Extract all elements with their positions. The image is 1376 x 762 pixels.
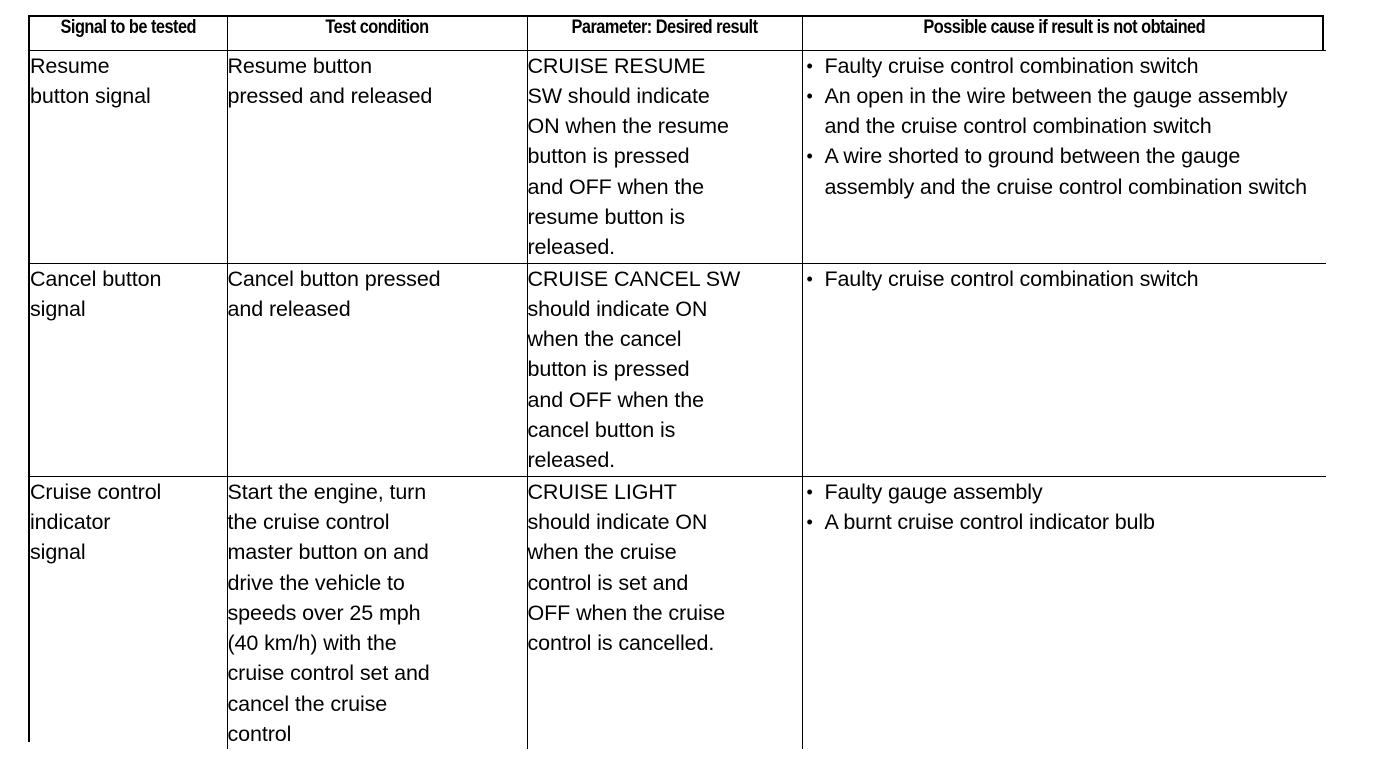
table-header: Signal to be tested Test condition Param… (30, 17, 1326, 51)
cause-list: • Faulty cruise control combination switc… (803, 51, 1327, 202)
bullet-icon: • (806, 511, 813, 532)
cell-test-condition: Resume button pressed and released (227, 50, 528, 264)
condition-text: Resume button pressed and released (227, 53, 433, 108)
list-item: • Faulty gauge assembly (803, 477, 1327, 507)
bullet-icon: • (806, 55, 813, 76)
bullet-icon: • (806, 85, 813, 106)
cell-test-condition: Start the engine, turn the cruise contro… (227, 476, 528, 750)
cell-possible-cause: • Faulty cruise control combination switc… (802, 263, 1327, 477)
cause-text: Faulty gauge assembly (824, 479, 1043, 504)
cell-possible-cause: • Faulty gauge assembly • A burnt cruise c… (802, 476, 1327, 750)
cause-text: Faulty cruise control combination switch (824, 53, 1199, 78)
list-item: • Faulty cruise control combination switc… (803, 264, 1327, 294)
parameter-text: CRUISE LIGHT should indicate ON when the… (527, 479, 726, 656)
table-body: Resume button signal Resume button press… (30, 50, 1327, 750)
signal-text: Cruise control indicator signal (30, 479, 162, 565)
bullet-icon: • (806, 268, 813, 289)
column-header-possible-cause: Possible cause if result is not obtained (838, 17, 1290, 51)
diagnostic-table: Signal to be tested Test condition Param… (30, 17, 1327, 750)
column-header-test-condition: Test condition (248, 17, 507, 51)
cell-signal: Resume button signal (30, 50, 228, 264)
condition-text: Cancel button pressed and released (227, 266, 441, 321)
cell-test-condition: Cancel button pressed and released (227, 263, 528, 477)
table-row: Cruise control indicator signal Start th… (30, 476, 1327, 750)
cause-text: A wire shorted to ground between the gau… (824, 144, 1308, 199)
bullet-icon: • (806, 481, 813, 502)
table-header-row: Signal to be tested Test condition Param… (30, 17, 1326, 51)
signal-text: Resume button signal (30, 53, 151, 108)
parameter-text: CRUISE CANCEL SW should indicate ON when… (527, 266, 741, 473)
cell-parameter: CRUISE RESUME SW should indicate ON when… (527, 50, 803, 264)
cell-parameter: CRUISE CANCEL SW should indicate ON when… (527, 263, 803, 477)
cell-signal: Cruise control indicator signal (30, 476, 228, 750)
cause-text: Faulty cruise control combination switch (824, 266, 1199, 291)
cell-parameter: CRUISE LIGHT should indicate ON when the… (527, 476, 803, 750)
list-item: • A burnt cruise control indicator bulb (803, 507, 1327, 537)
table-row: Cancel button signal Cancel button press… (30, 263, 1327, 477)
list-item: • An open in the wire between the gauge a… (803, 81, 1327, 142)
list-item: • A wire shorted to ground between the ga… (803, 141, 1327, 202)
condition-text: Start the engine, turn the cruise contro… (227, 479, 430, 747)
table-row: Resume button signal Resume button press… (30, 50, 1327, 264)
column-header-parameter: Parameter: Desired result (546, 17, 784, 51)
column-header-signal: Signal to be tested (43, 17, 214, 51)
cell-possible-cause: • Faulty cruise control combination switc… (802, 50, 1327, 264)
cause-list: • Faulty gauge assembly • A burnt cruise c… (803, 477, 1327, 538)
cause-text: A burnt cruise control indicator bulb (824, 509, 1155, 534)
cause-list: • Faulty cruise control combination switc… (803, 264, 1327, 294)
list-item: • Faulty cruise control combination switc… (803, 51, 1327, 81)
cell-signal: Cancel button signal (30, 263, 228, 477)
signal-text: Cancel button signal (30, 266, 162, 321)
cause-text: An open in the wire between the gauge as… (824, 83, 1288, 139)
diagnostic-table-container: Signal to be tested Test condition Param… (28, 15, 1326, 750)
parameter-text: CRUISE RESUME SW should indicate ON when… (527, 53, 729, 260)
bullet-icon: • (806, 146, 813, 167)
